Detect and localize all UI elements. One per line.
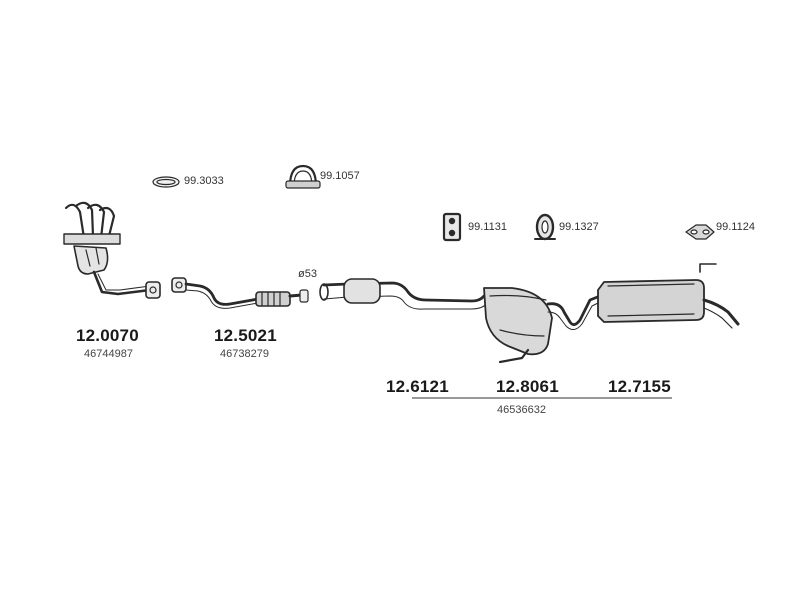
oem-number: 46744987 — [84, 348, 133, 360]
accessory-code: 99.3033 — [184, 175, 224, 187]
part-number: 12.6121 — [386, 377, 449, 396]
rear-exhaust-part — [319, 263, 740, 364]
part-number: 12.5021 — [214, 326, 277, 345]
accessory-code: 99.1131 — [468, 221, 507, 233]
accessory-code: 99.1327 — [559, 221, 599, 233]
part-number: 12.0070 — [76, 326, 139, 345]
o-ring-gasket-icon — [152, 176, 180, 188]
accessory-code: 99.1057 — [320, 170, 360, 182]
manifold-catalyst-part — [63, 201, 161, 299]
front-pipe-part — [171, 277, 309, 309]
shared-oem-number: 46536632 — [497, 404, 546, 416]
part-number: 12.7155 — [608, 377, 671, 396]
rubber-ring-hanger-icon — [534, 213, 556, 241]
u-bolt-clamp-icon — [285, 164, 321, 189]
rubber-mount-icon — [442, 212, 462, 242]
accessory-code: 99.1124 — [716, 221, 755, 233]
part-number: 12.8061 — [496, 377, 559, 396]
oem-number: 46738279 — [220, 348, 269, 360]
hanger-strap-icon — [685, 224, 715, 240]
diameter-label: ø53 — [298, 268, 317, 280]
